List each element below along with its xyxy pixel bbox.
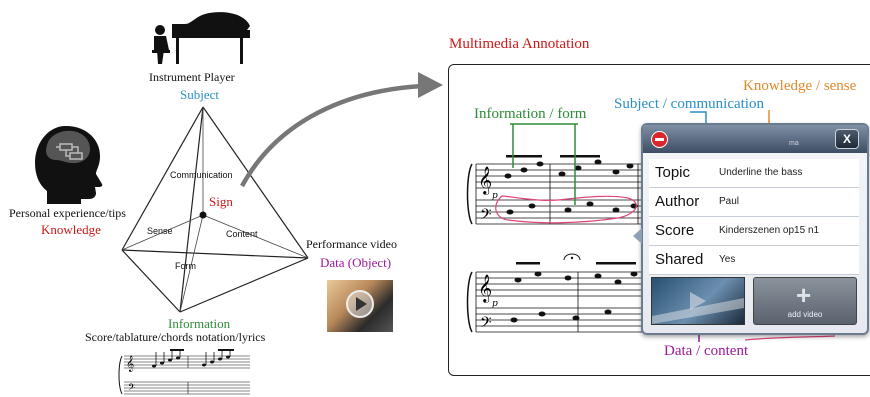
svg-text:𝄢: 𝄢 [480, 314, 492, 335]
content-label: Content [226, 229, 258, 239]
author-row[interactable]: Author Paul [649, 188, 859, 217]
data-object-label: Data (Object) [320, 255, 392, 270]
sense-label: Sense [147, 226, 173, 236]
shared-value[interactable]: Yes [719, 254, 736, 265]
add-video-button[interactable]: + add video [753, 277, 857, 325]
data-content-label: Data / content [664, 343, 749, 359]
topic-row[interactable]: Topic Underline the bass [649, 159, 859, 188]
multimedia-annotation-title: Multimedia Annotation [449, 36, 590, 52]
svg-text:p: p [492, 299, 498, 309]
svg-text:𝄞: 𝄞 [478, 166, 492, 195]
information-form-label: Information / form [474, 106, 587, 122]
annotation-video-thumbnail[interactable] [651, 277, 745, 325]
personal-experience-label: Personal experience/tips [9, 206, 126, 220]
panel-header: ma X [643, 125, 867, 153]
panel-header-faint-text: ma [789, 140, 799, 147]
svg-text:p: p [492, 191, 498, 201]
score-value[interactable]: Kinderszenen op15 n1 [719, 225, 820, 236]
head-brain-icon [35, 125, 103, 204]
subject-communication-label: Subject / communication [614, 96, 764, 112]
topic-key: Topic [655, 164, 691, 181]
performance-video-thumbnail[interactable] [327, 280, 393, 332]
close-button[interactable]: X [835, 129, 859, 149]
author-value[interactable]: Paul [719, 196, 740, 207]
score-key: Score [655, 222, 695, 239]
play-icon[interactable] [652, 278, 744, 324]
knowledge-label: Knowledge [41, 222, 101, 237]
communication-label: Communication [170, 170, 233, 180]
sign-point [199, 211, 207, 219]
semiotic-tetrahedron [121, 106, 309, 313]
transition-arrow [240, 72, 443, 188]
svg-text:𝄞: 𝄞 [126, 356, 134, 372]
shared-key: Shared [655, 251, 704, 268]
panel-pointer [633, 228, 642, 244]
information-label: Information [168, 316, 231, 331]
knowledge-sense-label: Knowledge / sense [743, 78, 857, 94]
score-thumbnail: 𝄞 𝄢 [118, 349, 250, 395]
add-video-label: add video [787, 310, 823, 319]
sign-label: Sign [209, 194, 233, 209]
subject-label: Subject [180, 87, 219, 102]
annotation-panel: ma X Topic Underline the bass Author Pau… [641, 123, 869, 335]
delete-icon[interactable] [651, 131, 668, 148]
svg-text:𝄢: 𝄢 [480, 206, 492, 227]
score-notation-label: Score/tablature/chords notation/lyrics [85, 330, 266, 344]
score-row[interactable]: Score Kinderszenen op15 n1 [649, 217, 859, 246]
author-key: Author [655, 193, 700, 210]
performance-video-label: Performance video [306, 237, 397, 251]
instrument-player-label: Instrument Player [149, 70, 235, 84]
svg-text:𝄞: 𝄞 [478, 274, 492, 303]
svg-text:𝄢: 𝄢 [128, 382, 135, 395]
play-icon[interactable] [327, 280, 393, 332]
topic-value[interactable]: Underline the bass [719, 167, 803, 178]
plus-icon: + [796, 280, 812, 310]
shared-row[interactable]: Shared Yes [649, 246, 859, 275]
form-label: Form [175, 261, 196, 271]
piano-player-icon [152, 12, 250, 64]
